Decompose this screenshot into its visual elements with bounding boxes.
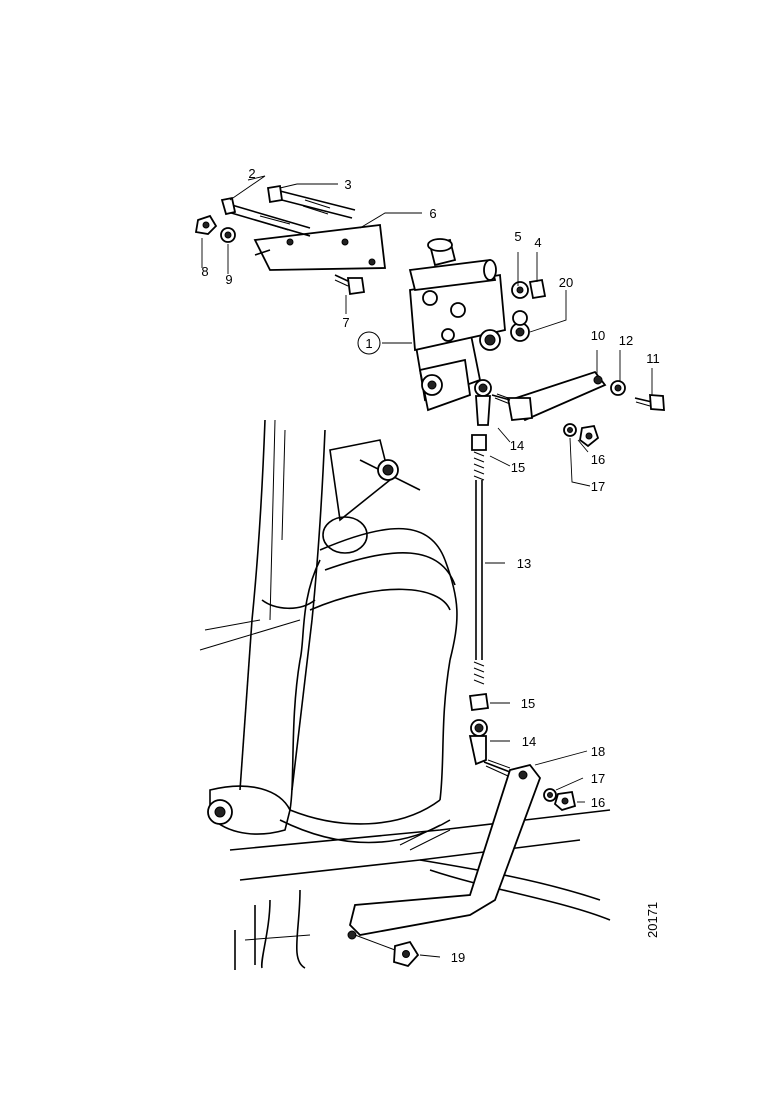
nut-15-lower bbox=[468, 692, 490, 712]
connecting-rod-13 bbox=[471, 434, 487, 685]
callout-14-upper: 14 bbox=[510, 438, 524, 453]
callout-18: 18 bbox=[591, 744, 605, 759]
washer-9 bbox=[220, 227, 236, 243]
callout-1: 1 bbox=[365, 336, 372, 351]
bolt-long-3 bbox=[266, 184, 356, 219]
washer-17-lower bbox=[543, 788, 557, 802]
callout-16-lower: 16 bbox=[591, 795, 605, 810]
callout-8: 8 bbox=[201, 264, 208, 279]
bolt-long-2 bbox=[220, 196, 311, 237]
nut-8 bbox=[194, 214, 218, 235]
callout-15-lower: 15 bbox=[521, 696, 535, 711]
callout-6: 6 bbox=[429, 206, 436, 221]
callout-15-upper: 15 bbox=[511, 460, 525, 475]
nut-19 bbox=[354, 934, 420, 968]
callout-9: 9 bbox=[225, 272, 232, 287]
ball-joint-lower bbox=[468, 719, 511, 777]
callout-17-lower: 17 bbox=[591, 771, 605, 786]
nut-16-upper bbox=[579, 424, 600, 448]
height-control-valve bbox=[409, 238, 506, 412]
callout-13: 13 bbox=[517, 556, 531, 571]
nut-16-lower bbox=[553, 790, 577, 812]
callout-11: 11 bbox=[646, 351, 660, 366]
washer-12 bbox=[610, 380, 626, 396]
callout-5: 5 bbox=[514, 229, 521, 244]
mounting-bracket bbox=[253, 223, 387, 271]
leader-lines bbox=[201, 175, 653, 958]
bolt-11 bbox=[634, 394, 665, 411]
nut-20 bbox=[510, 310, 530, 342]
callout-7: 7 bbox=[342, 315, 349, 330]
callout-20: 20 bbox=[559, 275, 573, 290]
control-arm-10 bbox=[506, 370, 607, 422]
spring-bracket-upper bbox=[322, 439, 421, 554]
callout-10: 10 bbox=[591, 328, 605, 343]
nut-4 bbox=[528, 278, 547, 300]
callout-19: 19 bbox=[451, 950, 465, 965]
figure-number: 20171 bbox=[645, 902, 660, 938]
callout-12: 12 bbox=[619, 333, 633, 348]
callout-17-upper: 17 bbox=[591, 479, 605, 494]
air-spring-bellow bbox=[199, 527, 458, 844]
axle-tube bbox=[234, 889, 311, 970]
washer-5 bbox=[511, 281, 529, 299]
shock-absorber-body bbox=[239, 419, 326, 791]
callout-14-lower: 14 bbox=[522, 734, 536, 749]
callout-4: 4 bbox=[534, 235, 541, 250]
callout-labels: 1 2 3 4 5 6 7 8 9 10 11 12 13 14 14 15 1… bbox=[201, 166, 659, 965]
callout-2: 2 bbox=[248, 166, 255, 181]
bolt-7 bbox=[334, 274, 366, 296]
callout-1-circle bbox=[357, 331, 381, 355]
tube-horizontal bbox=[408, 259, 497, 291]
washer-17-upper bbox=[563, 423, 577, 437]
callout-3: 3 bbox=[344, 177, 351, 192]
callout-16-upper: 16 bbox=[591, 452, 605, 467]
lower-axle-plate bbox=[207, 785, 611, 921]
lower-bracket-18 bbox=[347, 763, 542, 940]
ball-joint-upper bbox=[474, 379, 511, 426]
